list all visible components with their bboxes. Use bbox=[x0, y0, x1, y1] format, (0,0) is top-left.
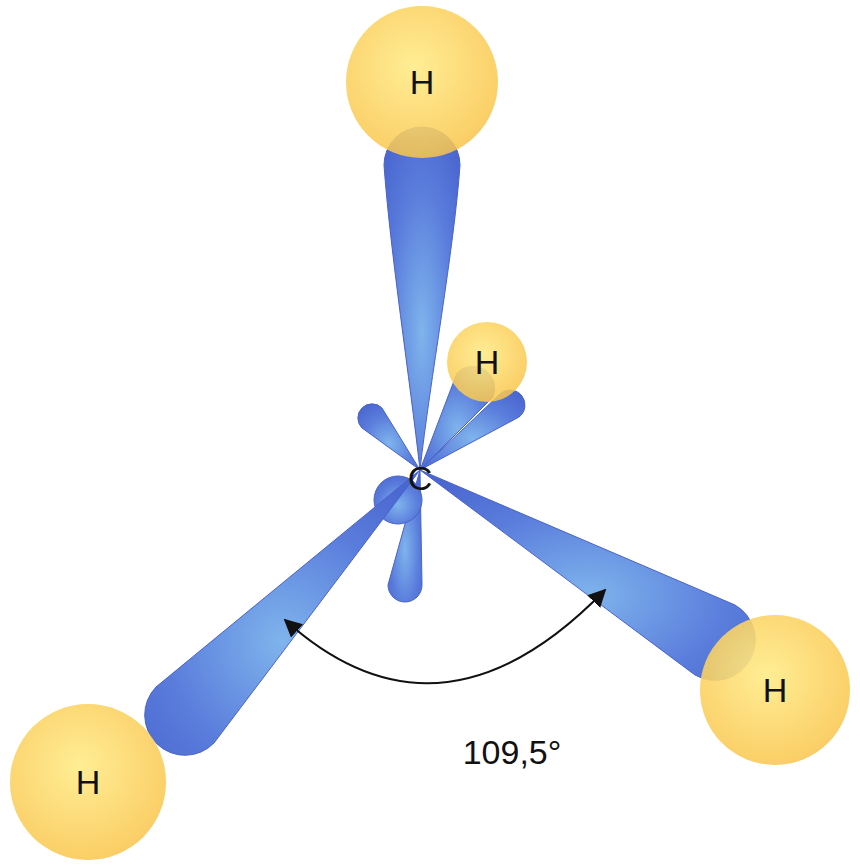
hydrogen-atom: H bbox=[346, 6, 498, 158]
orbital-lobe bbox=[420, 470, 755, 680]
atom-symbol: H bbox=[763, 673, 788, 707]
atom-symbol: H bbox=[76, 765, 101, 799]
orbital-lobe bbox=[384, 127, 460, 470]
orbital-lobe bbox=[145, 470, 420, 755]
hydrogen-atom: H bbox=[447, 322, 527, 402]
hydrogen-atom: H bbox=[10, 704, 166, 860]
angle-arc bbox=[285, 590, 605, 683]
atom-symbol: H bbox=[410, 65, 435, 99]
angle-value: 109,5° bbox=[463, 735, 562, 769]
sp3-lobes bbox=[145, 127, 756, 755]
atom-symbol: C bbox=[408, 461, 433, 495]
hydrogen-atom: H bbox=[700, 615, 850, 765]
orbital-lobe bbox=[420, 390, 525, 470]
atom-symbol: H bbox=[475, 345, 500, 379]
